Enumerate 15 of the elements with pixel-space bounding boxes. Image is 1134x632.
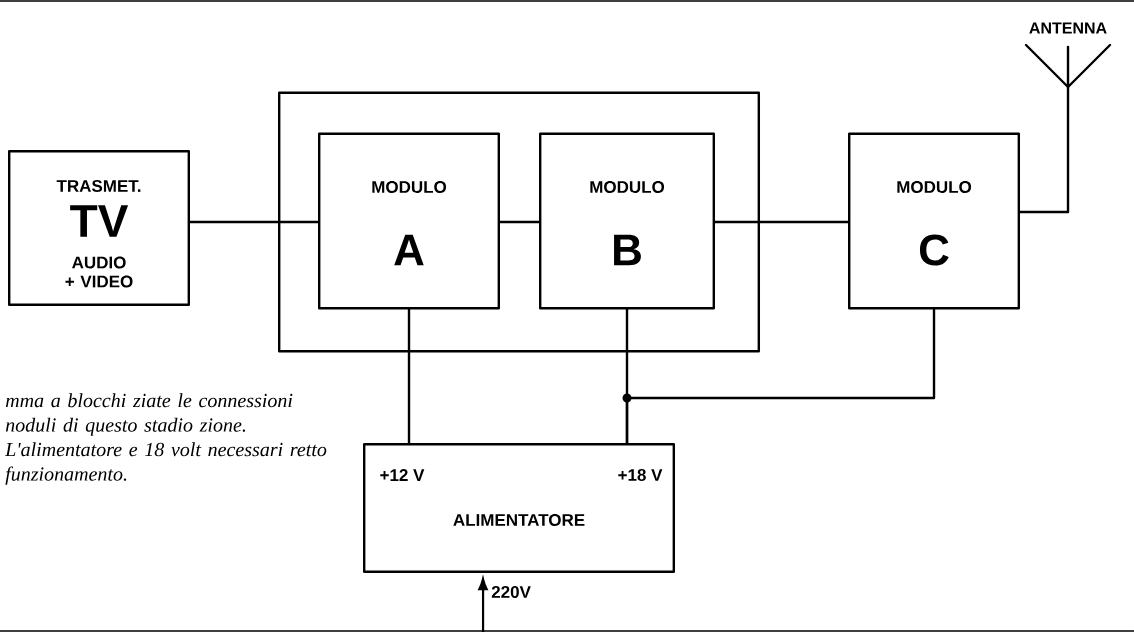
connector-line bbox=[625, 308, 936, 445]
transmitter-box: TRASMET. TV AUDIO + VIDEO bbox=[8, 150, 190, 306]
connector-line bbox=[188, 220, 320, 224]
edge-label: 220V bbox=[490, 585, 532, 600]
module-box: MODULO A bbox=[318, 132, 500, 310]
module-box: MODULO B bbox=[539, 132, 715, 310]
caption: mma a blocchi ziate le connessioni noduli di questo stadio zione. L'alimentatore e 18 volt necessari retto funzionamento. bbox=[4, 393, 327, 485]
connector-line bbox=[498, 220, 541, 224]
connector-line bbox=[713, 220, 850, 224]
power-supply-box: +12 V +18 V ALIMENTATORE bbox=[363, 443, 675, 573]
connector-line bbox=[407, 308, 411, 445]
antenna-label: ANTENNA bbox=[1029, 22, 1107, 34]
connector-line bbox=[1018, 85, 1070, 214]
frame-box bbox=[278, 91, 760, 353]
module-box: MODULO C bbox=[848, 132, 1020, 310]
